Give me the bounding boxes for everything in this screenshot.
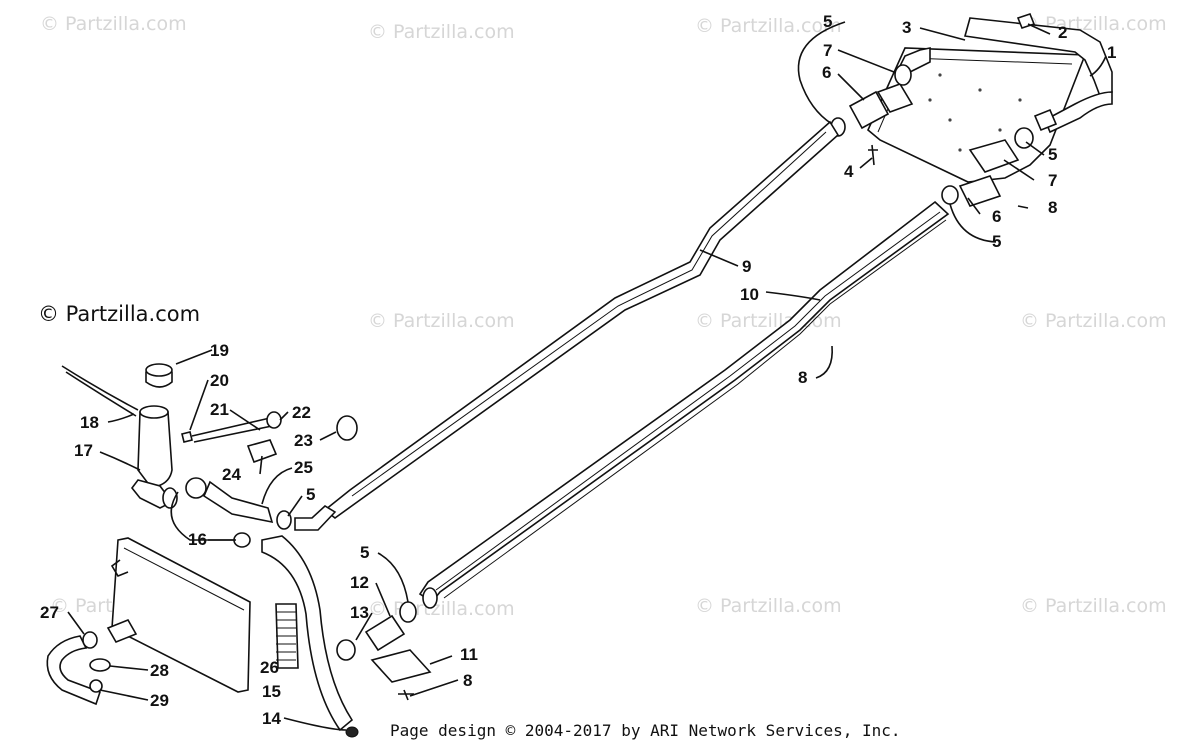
callout-5: 5 (306, 485, 315, 504)
clamp-part-16 (233, 532, 251, 548)
coolant-reservoir-assembly (61, 363, 359, 738)
bracket-part-11 (370, 649, 432, 683)
callout-26: 26 (260, 658, 279, 677)
watermark: © Partzilla.com (40, 13, 187, 35)
callout-5: 5 (992, 232, 1001, 251)
callout-25: 25 (294, 458, 313, 477)
callout-22: 22 (292, 403, 311, 422)
callout-18: 18 (80, 413, 99, 432)
callout-11: 11 (460, 645, 478, 664)
leader-lines (67, 21, 1107, 731)
clamp-5-top (894, 64, 912, 86)
callout-19: 19 (210, 341, 229, 360)
clamp-part-29 (89, 679, 103, 693)
callout-15: 15 (262, 682, 281, 701)
clamp-5-lower (399, 601, 417, 623)
clamp-part-23 (336, 415, 358, 441)
watermark: © Partzilla.com (695, 310, 842, 332)
callout-16: 16 (188, 530, 207, 549)
engine-panel (46, 537, 251, 706)
clamp-part-22 (266, 411, 282, 429)
watermark: © Partzilla.com (368, 21, 515, 43)
clamp-5-right-lower (941, 185, 959, 205)
clamp-part-27 (82, 631, 98, 649)
coupler-7-right (968, 139, 1020, 173)
bottle-part-17 (137, 411, 173, 487)
rail-part-10 (418, 200, 950, 604)
callout-7: 7 (823, 41, 832, 60)
brand-watermark: © Partzilla.com (38, 302, 201, 326)
callout-5: 5 (360, 543, 369, 562)
watermark: © Partzilla.com (1020, 595, 1167, 617)
spring-part-24 (246, 439, 278, 464)
clamp-part-28 (89, 658, 111, 672)
footer-credit: Page design © 2004-2017 by ARI Network S… (390, 721, 901, 740)
callout-2: 2 (1058, 23, 1067, 42)
callout-3: 3 (902, 18, 911, 37)
coupler-part-12 (364, 614, 406, 652)
hose-part-21 (191, 417, 271, 437)
watermark: © Partzilla.com (1020, 310, 1167, 332)
callout-5: 5 (823, 12, 832, 31)
hose-part-25 (202, 480, 274, 524)
heat-exchanger-plate (867, 47, 1087, 183)
watermark: © Partzilla.com (368, 310, 515, 332)
callout-6: 6 (992, 207, 1001, 226)
clip-part-8-lower (398, 689, 414, 701)
clip-part-4 (868, 144, 878, 166)
clamp-part-13 (336, 639, 356, 661)
heat-exchanger-assembly (830, 13, 1113, 207)
callout-27: 27 (40, 603, 59, 622)
vent-hose-part-18 (61, 365, 139, 411)
callout-14: 14 (262, 709, 281, 728)
fitting-part-20 (181, 431, 193, 443)
callout-5: 5 (1048, 145, 1057, 164)
callout-10: 10 (740, 285, 759, 304)
coupler-7-top (876, 83, 914, 113)
coupler-6-right (958, 175, 1002, 207)
callout-29: 29 (150, 691, 169, 710)
coupler-6-top (848, 90, 890, 130)
callout-24: 24 (222, 465, 241, 484)
callout-7: 7 (1048, 171, 1057, 190)
elbow-hose (46, 635, 102, 706)
callout-28: 28 (150, 661, 169, 680)
callout-9: 9 (742, 257, 751, 276)
callout-8: 8 (798, 368, 807, 387)
callout-20: 20 (210, 371, 229, 390)
callout-12: 12 (350, 573, 369, 592)
callout-21: 21 (210, 400, 229, 419)
callout-17: 17 (74, 441, 93, 460)
callout-23: 23 (294, 431, 313, 450)
cooling-rails (294, 120, 950, 609)
callout-6: 6 (822, 63, 831, 82)
callout-1: 1 (1107, 43, 1116, 62)
callout-8: 8 (1048, 198, 1057, 217)
lower-coupler-assembly (336, 601, 432, 701)
watermark: © Partzilla.com (695, 15, 842, 37)
callout-4: 4 (844, 162, 854, 181)
fitting-part-14 (345, 726, 359, 738)
watermark: © Partzilla.com (695, 595, 842, 617)
callout-13: 13 (350, 603, 369, 622)
callout-8: 8 (463, 671, 472, 690)
rail-part-9 (323, 120, 840, 520)
callouts: 1 2 3 4 5 5 5 5 5 6 6 7 7 8 8 8 9 10 11 … (40, 12, 1116, 728)
